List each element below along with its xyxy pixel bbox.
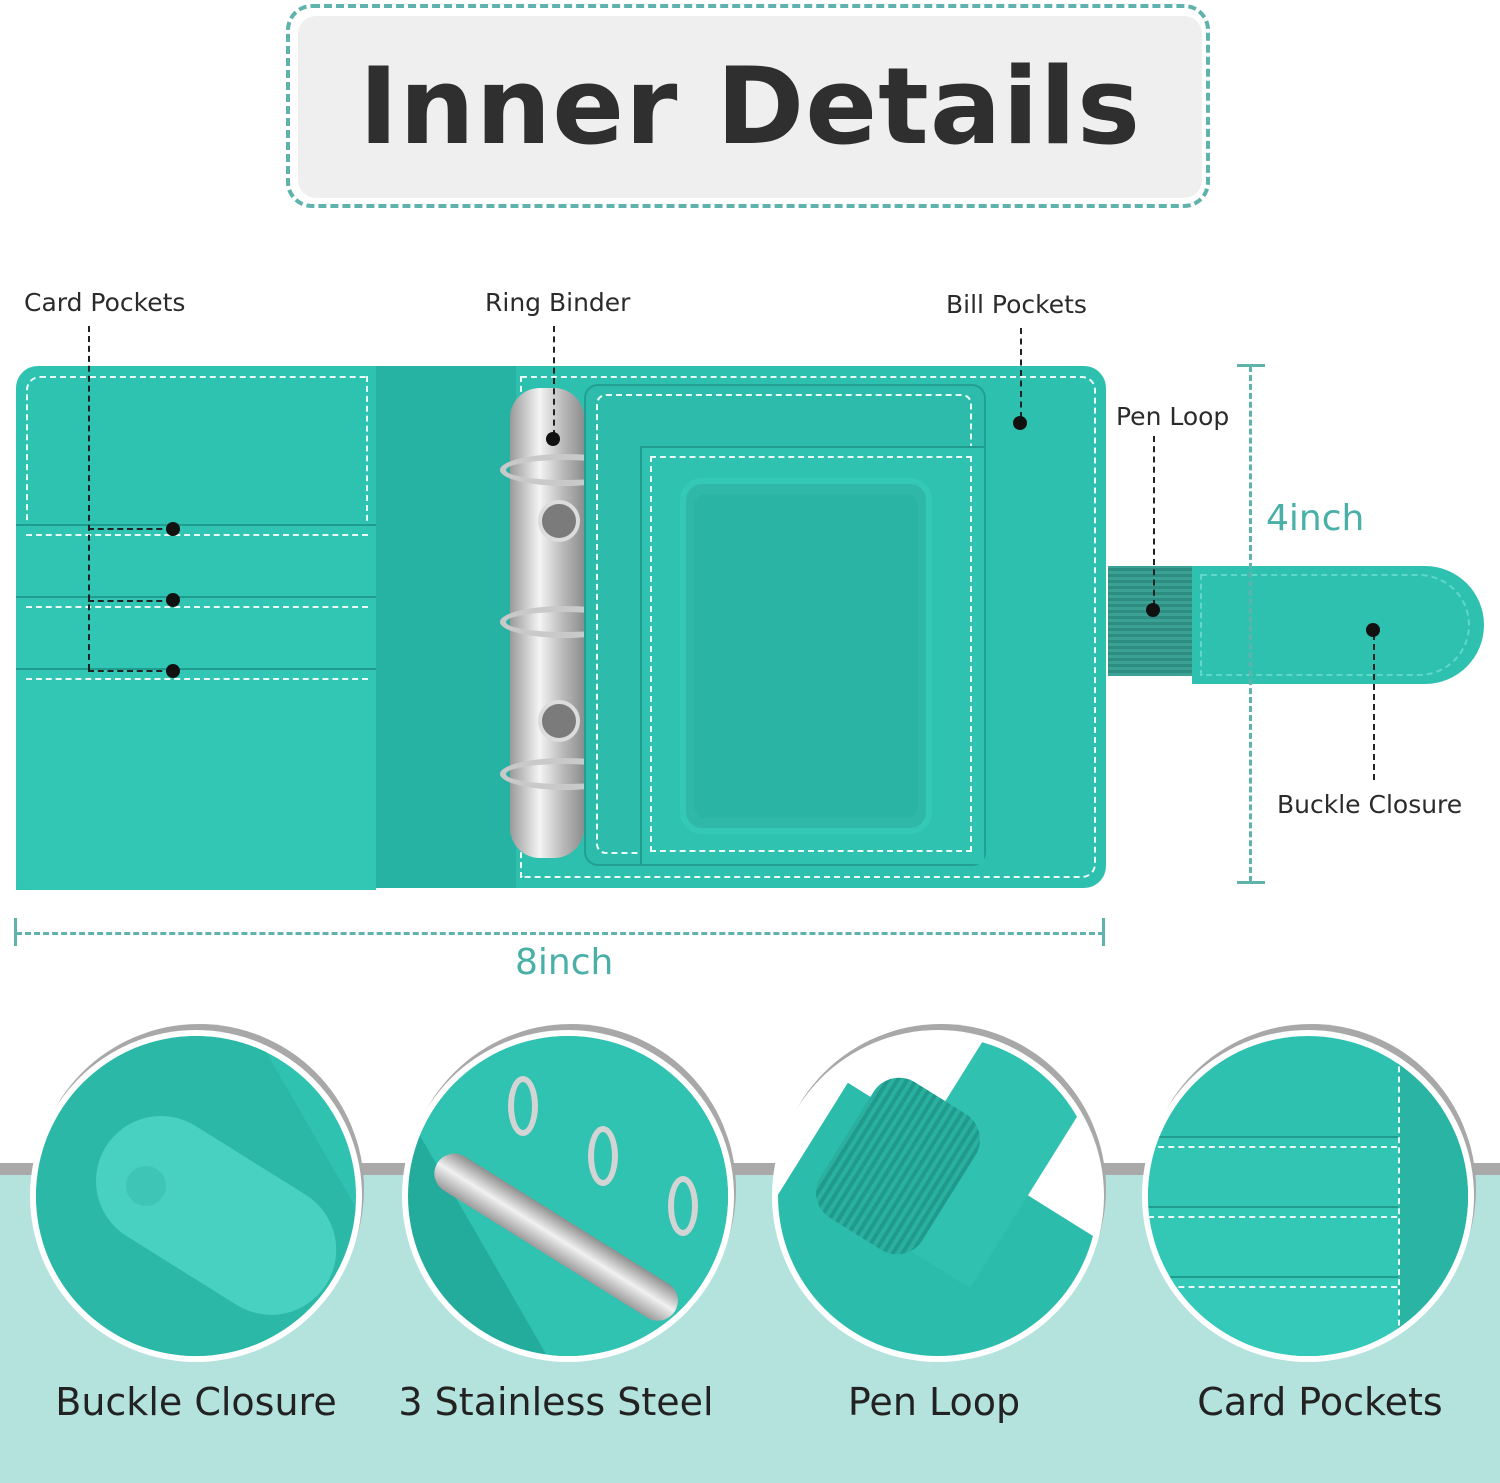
label-pen-loop: Pen Loop <box>1116 402 1230 431</box>
buckle-strap-stitch <box>1200 574 1470 676</box>
height-dimension-line <box>1249 366 1252 882</box>
bill-pockets-dot <box>1013 416 1027 430</box>
label-card-pockets: Card Pockets <box>24 288 186 317</box>
caption-card-pockets: Card Pockets <box>1197 1380 1443 1424</box>
detail-circle-card-pockets <box>1148 1036 1468 1356</box>
card-window-stitch <box>650 456 972 852</box>
pen-loop-elastic <box>1108 566 1192 676</box>
ring-binder-leader <box>553 326 555 436</box>
card-pockets-dot-2 <box>166 593 180 607</box>
card-pockets-branch-3 <box>88 670 172 672</box>
detail-circle-pen-loop <box>778 1036 1098 1356</box>
ring-binder-dot <box>546 432 560 446</box>
page-title: Inner Details <box>358 45 1142 168</box>
detail-circle-rings <box>408 1036 728 1356</box>
caption-buckle-closure: Buckle Closure <box>55 1380 337 1424</box>
height-dimension-label: 4inch <box>1266 498 1365 539</box>
card-slot-3 <box>16 668 376 890</box>
label-ring-binder: Ring Binder <box>485 288 631 317</box>
card-pockets-leader <box>88 326 90 670</box>
detail-circle-buckle <box>36 1036 356 1356</box>
width-dimension-label: 8inch <box>515 942 614 983</box>
gray-strip <box>0 1163 1500 1175</box>
title-box: Inner Details <box>298 16 1202 198</box>
id-window <box>694 494 918 818</box>
width-dimension-line <box>16 932 1104 935</box>
caption-pen-loop: Pen Loop <box>847 1380 1021 1424</box>
card-pockets-branch-1 <box>88 528 172 530</box>
caption-stainless-steel: 3 Stainless Steel <box>398 1380 714 1424</box>
slot-stitch-2 <box>26 606 368 608</box>
height-dimension-cap-bottom <box>1237 881 1265 884</box>
spine <box>376 366 516 888</box>
pen-loop-leader <box>1153 436 1155 606</box>
label-bill-pockets: Bill Pockets <box>946 290 1087 319</box>
slot-stitch-1 <box>26 534 368 536</box>
height-dimension-cap-top <box>1237 364 1265 367</box>
rivet-1 <box>538 500 580 542</box>
card-pockets-dot-3 <box>166 664 180 678</box>
slot-stitch-3 <box>26 678 368 680</box>
pen-loop-dot <box>1146 603 1160 617</box>
title-frame <box>286 4 1210 208</box>
card-pockets-dot-1 <box>166 522 180 536</box>
width-dimension-cap-left <box>14 918 17 946</box>
width-dimension-cap-right <box>1102 918 1105 946</box>
buckle-closure-dot <box>1366 623 1380 637</box>
label-buckle-closure: Buckle Closure <box>1277 790 1463 819</box>
bill-pockets-leader <box>1020 328 1022 418</box>
rivet-2 <box>538 700 580 742</box>
buckle-closure-leader <box>1373 634 1375 780</box>
card-pockets-branch-2 <box>88 600 172 602</box>
